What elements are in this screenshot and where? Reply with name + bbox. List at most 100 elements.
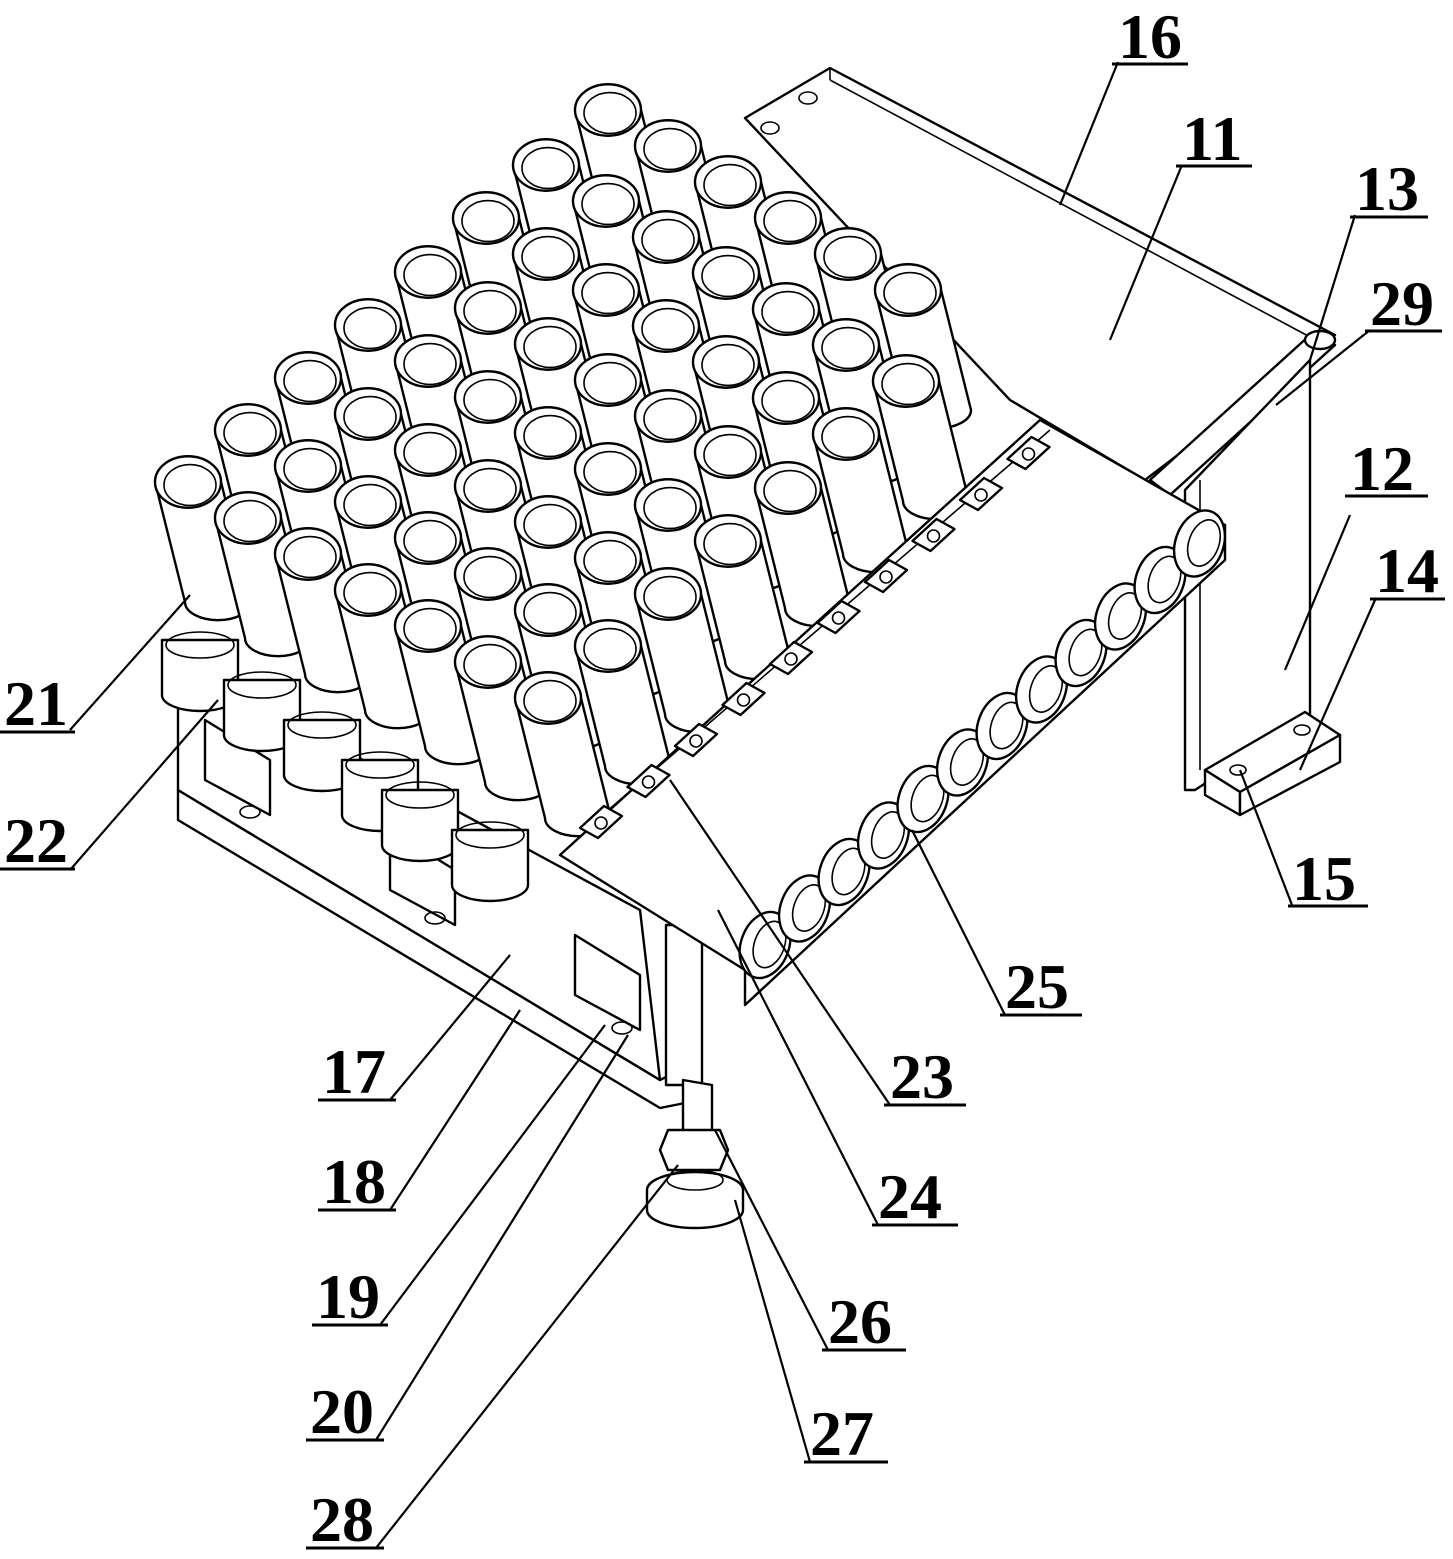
- side-bracket: [1183, 358, 1342, 817]
- cylinder-top: [811, 407, 881, 461]
- cylinder-top: [631, 299, 701, 353]
- cylinder-top: [573, 619, 643, 673]
- cylinder-top: [573, 353, 643, 407]
- cylinder-top-inner: [883, 271, 937, 315]
- cylinder-top-inner: [581, 271, 635, 315]
- clip-plate: [911, 517, 956, 553]
- clip-bolt: [974, 488, 988, 502]
- cylinder-top: [333, 298, 403, 352]
- cylinder-top-inner: [821, 415, 875, 459]
- cylinder-top: [333, 387, 403, 441]
- roller-inner: [949, 738, 985, 786]
- cylinder-top-inner: [583, 627, 637, 671]
- cylinder-top: [513, 583, 583, 637]
- roller: [1133, 545, 1187, 615]
- cylinder: [693, 514, 793, 681]
- cylinder-top: [813, 227, 883, 281]
- roller: [1054, 618, 1108, 688]
- cylinder-top: [513, 671, 583, 725]
- clip-bolt: [594, 816, 608, 830]
- callout-23: 23: [890, 1041, 954, 1112]
- cylinder-top: [633, 119, 703, 173]
- cylinder-top: [751, 371, 821, 425]
- cylinder-top: [393, 511, 463, 565]
- cylinder-top: [393, 245, 463, 299]
- holder: [380, 781, 460, 863]
- cylinder-top-inner: [643, 127, 697, 171]
- callout-13: 13: [1355, 153, 1419, 224]
- cylinder-top-inner: [763, 199, 817, 243]
- clip-bolt: [879, 570, 893, 584]
- conveyor-belt: [558, 418, 1227, 1007]
- cylinder-top-inner: [643, 397, 697, 441]
- callout-16: 16: [1118, 1, 1182, 72]
- holder-ring: [455, 821, 525, 849]
- cylinder-top: [871, 354, 941, 408]
- callout-28: 28: [310, 1484, 374, 1555]
- cylinder-top-inner: [643, 575, 697, 619]
- cylinder-top: [511, 227, 581, 281]
- cylinder-top-inner: [523, 679, 577, 723]
- cylinder-top: [333, 475, 403, 529]
- belt-clip: [768, 640, 814, 676]
- cylinder-top: [213, 403, 283, 457]
- belt-clip: [863, 558, 909, 594]
- cylinder-top: [633, 478, 703, 532]
- belt-clip: [958, 476, 1004, 512]
- clip-bolt: [689, 734, 703, 748]
- cylinder-top-inner: [403, 607, 457, 651]
- cylinder-top-inner: [583, 361, 637, 405]
- cylinder-top-inner: [643, 486, 697, 530]
- cylinder-top-inner: [343, 306, 397, 350]
- cylinder-top: [693, 155, 763, 209]
- cylinder-top-inner: [703, 522, 757, 566]
- cylinder-top: [453, 370, 523, 424]
- cylinder-top: [633, 389, 703, 443]
- cylinder-top: [333, 563, 403, 617]
- cylinder-top: [571, 174, 641, 228]
- cylinder: [811, 407, 911, 574]
- cylinder-top: [571, 263, 641, 317]
- cylinder-top-inner: [523, 503, 577, 547]
- cylinder-top-inner: [461, 199, 515, 243]
- cylinder-top: [751, 282, 821, 336]
- cylinder: [633, 567, 733, 734]
- roller: [975, 691, 1029, 761]
- clip-bolt: [926, 529, 941, 543]
- roller-inner: [1068, 628, 1103, 677]
- cylinder-top: [513, 406, 583, 460]
- cylinder-top: [273, 439, 343, 493]
- callout-29: 29: [1370, 268, 1434, 339]
- clip-bolt: [784, 652, 798, 666]
- belt-clip: [1006, 435, 1051, 471]
- cylinder-top-inner: [641, 307, 695, 351]
- cylinder-top: [453, 547, 523, 601]
- cylinder-top-inner: [463, 643, 517, 687]
- cylinder-top: [573, 442, 643, 496]
- cylinder-top: [691, 246, 761, 300]
- cylinder-top-inner: [223, 411, 277, 455]
- cylinder-top: [693, 425, 763, 479]
- callout-18: 18: [322, 1146, 386, 1217]
- clip-plate: [626, 763, 671, 799]
- top-plate: [743, 66, 1337, 482]
- cylinder-array: [153, 83, 973, 903]
- cylinder-top-inner: [581, 182, 635, 226]
- cylinder-top: [633, 567, 703, 621]
- cylinder-top: [753, 191, 823, 245]
- cylinder-top: [453, 281, 523, 335]
- roller: [935, 728, 990, 797]
- cylinder-top-inner: [823, 235, 877, 279]
- roller-inner: [910, 774, 945, 823]
- cylinder-top-inner: [463, 467, 517, 511]
- cylinder-top-inner: [703, 163, 757, 207]
- cylinder-top-inner: [583, 539, 637, 583]
- roller-inner: [1147, 555, 1182, 604]
- callout-17: 17: [322, 1036, 386, 1107]
- callout-26: 26: [828, 1286, 892, 1357]
- callout-20: 20: [310, 1376, 374, 1447]
- holder: [450, 821, 530, 903]
- cylinder-top: [453, 459, 523, 513]
- cylinder-top-inner: [343, 571, 397, 615]
